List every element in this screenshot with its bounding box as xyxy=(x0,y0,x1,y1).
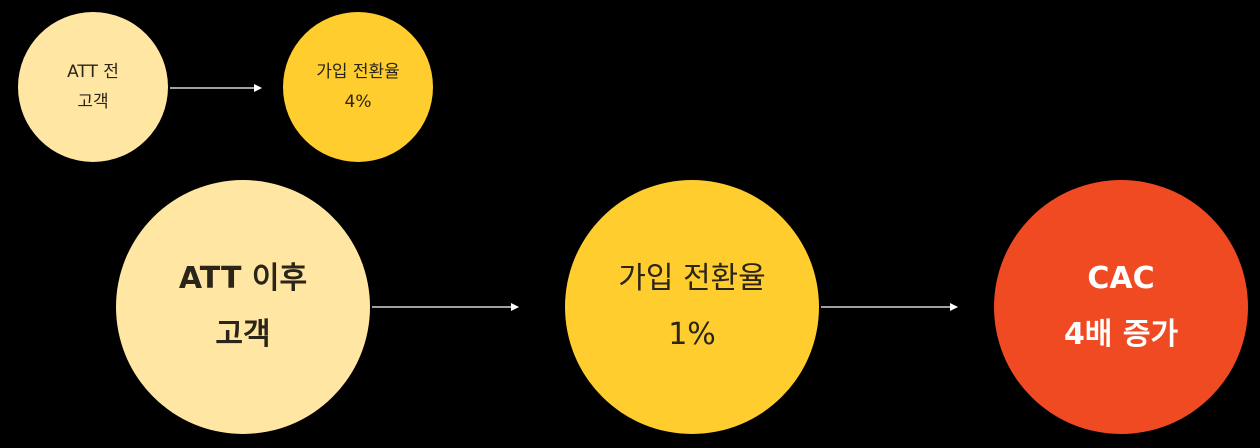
after-att-conversion-value: 1% xyxy=(668,317,716,352)
after-att-conversion-circle: 가입 전환율 1% xyxy=(565,180,819,434)
before-att-customer-label: ATT 전 xyxy=(67,62,119,82)
before-att-conversion-value: 4% xyxy=(344,92,372,112)
before-att-conversion-label: 가입 전환율 xyxy=(316,62,400,82)
after-att-cac-label: CAC xyxy=(1087,261,1155,296)
after-att-customer-circle: ATT 이후 고객 xyxy=(116,180,370,434)
after-att-customer-label: ATT 이후 xyxy=(178,261,308,296)
after-att-cac-circle: CAC 4배 증가 xyxy=(994,180,1248,434)
before-att-customer-circle: ATT 전 고객 xyxy=(18,12,168,162)
after-att-conversion-label: 가입 전환율 xyxy=(618,261,766,296)
before-att-conversion-circle: 가입 전환율 4% xyxy=(283,12,433,162)
after-att-customer-sublabel: 고객 xyxy=(215,317,271,352)
after-att-cac-value: 4배 증가 xyxy=(1063,317,1179,352)
before-att-customer-sublabel: 고객 xyxy=(77,92,109,112)
